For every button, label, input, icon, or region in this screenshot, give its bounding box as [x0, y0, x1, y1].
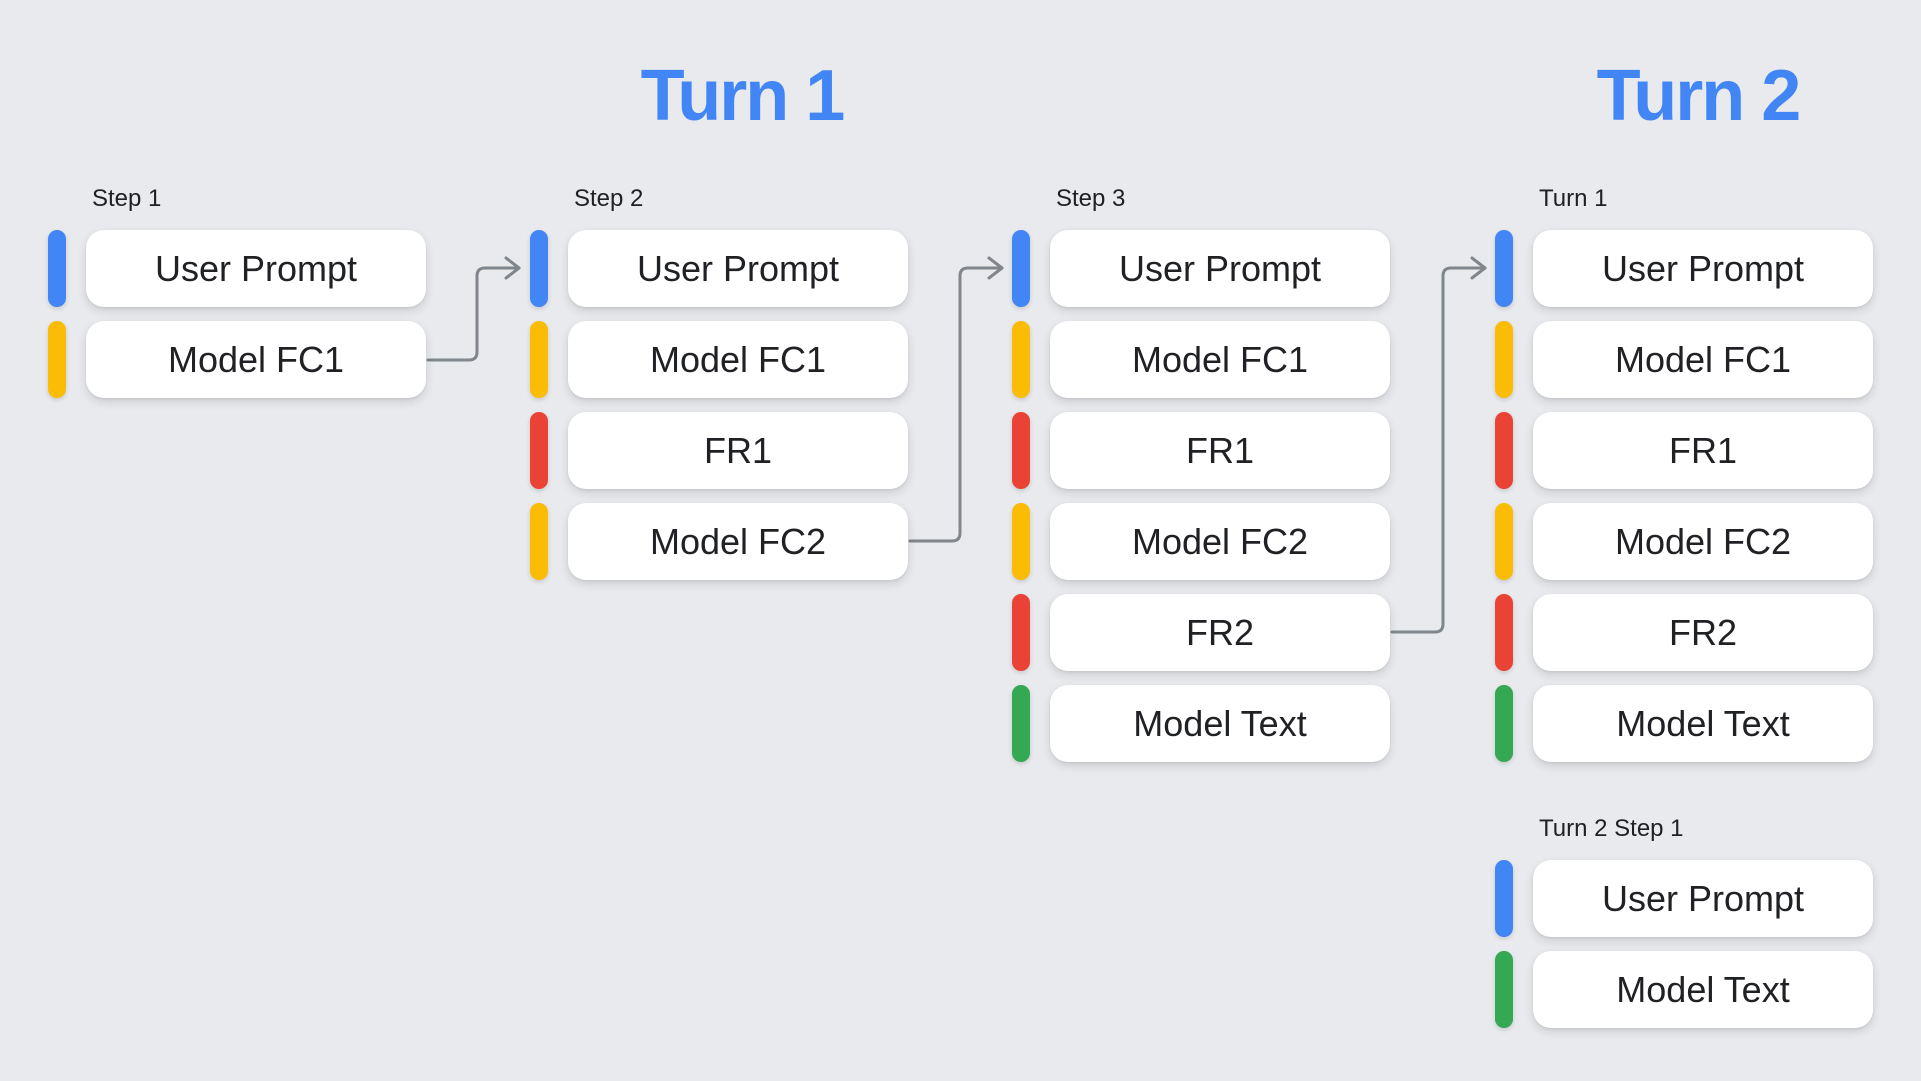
message-row: Model FC2 [1012, 503, 1390, 580]
message-box: Model Text [1533, 951, 1873, 1028]
message-box: User Prompt [568, 230, 908, 307]
function-response-bar [1012, 412, 1030, 489]
message-row: Model FC2 [530, 503, 908, 580]
message-box: Model FC1 [568, 321, 908, 398]
message-box: Model Text [1050, 685, 1390, 762]
column-turn-2-step-1: Turn 2 Step 1 User Prompt Model Text [1495, 815, 1873, 1042]
column-step-1: Step 1 User Prompt Model FC1 [48, 185, 426, 412]
message-row: FR2 [1012, 594, 1390, 671]
model-fc-bar [530, 321, 548, 398]
model-text-bar [1495, 685, 1513, 762]
arrowhead-icon [504, 256, 521, 280]
column-label: Step 2 [574, 185, 644, 212]
message-box: FR1 [1533, 412, 1873, 489]
column-step-2: Step 2 User Prompt Model FC1 FR1 Model F… [530, 185, 908, 594]
column-label: Turn 1 [1539, 185, 1608, 212]
model-fc-bar [1495, 503, 1513, 580]
message-row: User Prompt [530, 230, 908, 307]
message-box: Model FC2 [1050, 503, 1390, 580]
turn-2-title: Turn 2 [1596, 56, 1802, 136]
arrowhead-icon [1470, 256, 1487, 280]
arrowhead-icon [987, 256, 1004, 280]
message-row: Model FC1 [1012, 321, 1390, 398]
arrow-step2-to-step3 [908, 256, 1004, 543]
message-box: User Prompt [1533, 230, 1873, 307]
message-row: FR1 [530, 412, 908, 489]
message-box: Model Text [1533, 685, 1873, 762]
message-row: Model Text [1012, 685, 1390, 762]
message-box: FR1 [1050, 412, 1390, 489]
function-response-bar [530, 412, 548, 489]
model-fc-bar [1012, 503, 1030, 580]
column-label: Turn 2 Step 1 [1539, 815, 1684, 842]
message-box: Model FC2 [568, 503, 908, 580]
user-prompt-bar [1012, 230, 1030, 307]
user-prompt-bar [530, 230, 548, 307]
message-box: Model FC1 [1050, 321, 1390, 398]
message-row: Model Text [1495, 951, 1873, 1028]
message-box: User Prompt [86, 230, 426, 307]
function-response-bar [1495, 412, 1513, 489]
model-text-bar [1012, 685, 1030, 762]
message-box: Model FC1 [86, 321, 426, 398]
message-row: Model FC2 [1495, 503, 1873, 580]
message-row: FR1 [1495, 412, 1873, 489]
message-box: FR2 [1050, 594, 1390, 671]
message-box: Model FC1 [1533, 321, 1873, 398]
turn-1-title: Turn 1 [640, 56, 846, 136]
message-row: User Prompt [1495, 860, 1873, 937]
user-prompt-bar [48, 230, 66, 307]
message-row: Model FC1 [1495, 321, 1873, 398]
arrow-step3-to-turn2 [1390, 256, 1487, 634]
message-row: User Prompt [48, 230, 426, 307]
message-row: Model FC1 [48, 321, 426, 398]
model-fc-bar [1495, 321, 1513, 398]
message-box: User Prompt [1533, 860, 1873, 937]
message-row: Model FC1 [530, 321, 908, 398]
user-prompt-bar [1495, 230, 1513, 307]
function-response-bar [1012, 594, 1030, 671]
message-row: Model Text [1495, 685, 1873, 762]
message-row: User Prompt [1495, 230, 1873, 307]
message-box: FR2 [1533, 594, 1873, 671]
column-label: Step 1 [92, 185, 162, 212]
model-text-bar [1495, 951, 1513, 1028]
user-prompt-bar [1495, 860, 1513, 937]
function-response-bar [1495, 594, 1513, 671]
message-box: Model FC2 [1533, 503, 1873, 580]
arrow-step1-to-step2 [426, 256, 521, 362]
model-fc-bar [530, 503, 548, 580]
model-fc-bar [1012, 321, 1030, 398]
message-box: FR1 [568, 412, 908, 489]
column-step-3: Step 3 User Prompt Model FC1 FR1 Model F… [1012, 185, 1390, 776]
message-row: FR1 [1012, 412, 1390, 489]
message-row: User Prompt [1012, 230, 1390, 307]
column-label: Step 3 [1056, 185, 1126, 212]
message-row: FR2 [1495, 594, 1873, 671]
column-turn-1-history: Turn 1 User Prompt Model FC1 FR1 Model F… [1495, 185, 1873, 776]
model-fc-bar [48, 321, 66, 398]
message-box: User Prompt [1050, 230, 1390, 307]
